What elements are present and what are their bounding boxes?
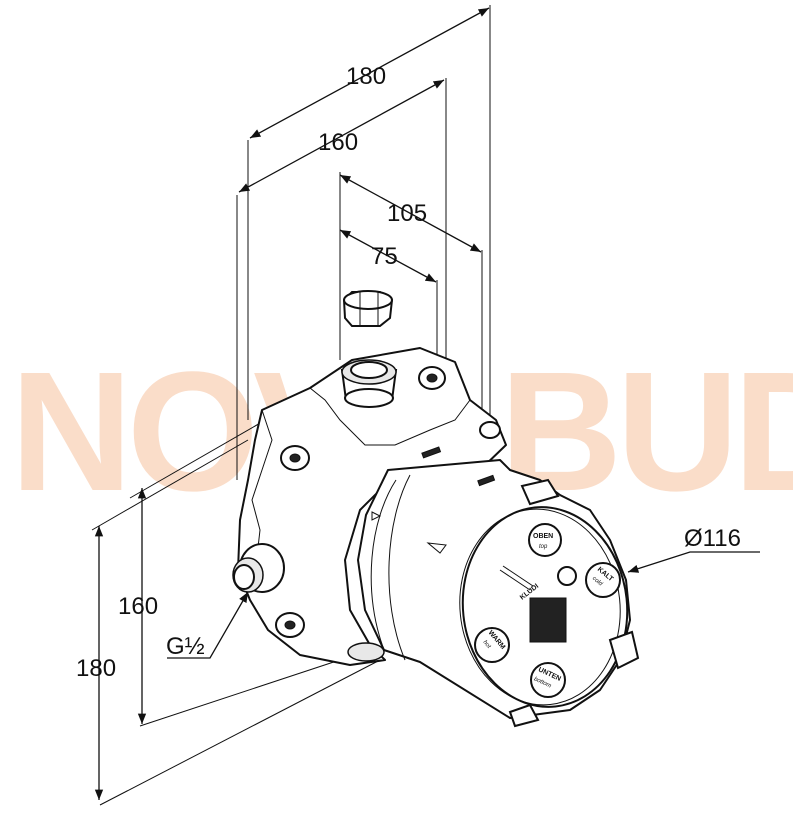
qr-code-icon [529,597,567,643]
top-marker [528,523,562,557]
dim-thread: G½ [166,633,205,660]
dim-depth-inner: 75 [371,243,398,270]
top-port [340,359,398,408]
cold-marker [585,562,621,598]
kludi-logo-icon [557,566,577,586]
left-port [232,543,285,593]
dim-depth-outer: 105 [387,200,427,227]
bottom-marker [530,662,566,698]
top-plug [342,290,394,327]
dim-diameter: Ø116 [684,525,741,552]
valve-body [237,347,507,666]
dim-top-width-outer: 180 [346,63,386,90]
warm-marker [474,627,510,663]
dimension-lines [91,5,760,806]
dim-height-outer: 180 [76,655,116,682]
faceplate: KLUDI OBEN top KALT cold WARM hot UNTEN … [459,478,640,728]
warm-sub: hot [481,640,491,651]
top-sub: top [539,544,548,550]
top-label: OBEN [533,533,553,540]
dim-height-inner: 160 [118,593,158,620]
dim-top-width-inner: 160 [318,129,358,156]
